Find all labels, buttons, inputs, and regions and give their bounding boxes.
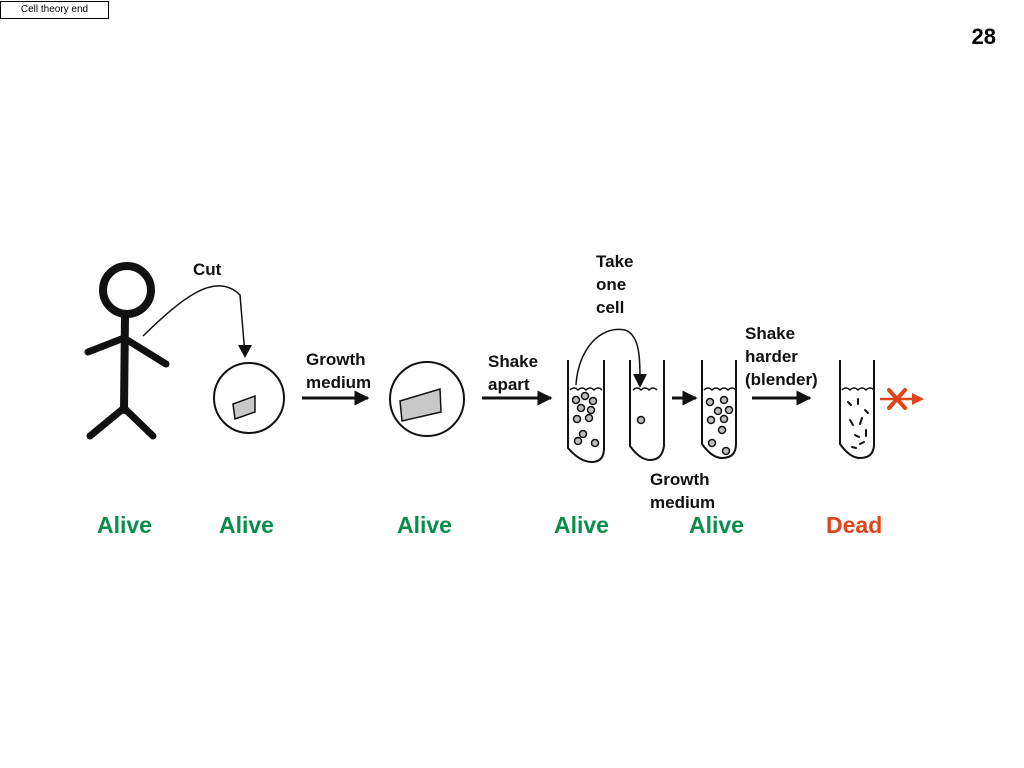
- test-tube-icon: [839, 360, 875, 460]
- dead-arrowhead: [912, 393, 924, 405]
- page-number: 28: [971, 24, 996, 49]
- petri-dish-icon: [213, 362, 285, 434]
- shake-harder-label: Shake harder (blender): [745, 324, 818, 389]
- cut-arrowhead: [238, 345, 252, 358]
- shake-apart-label: Shake apart: [488, 352, 539, 394]
- test-tube-icon: [701, 360, 737, 460]
- growth-medium-label-1: Growth medium: [306, 350, 372, 392]
- slide-tag: Cell theory end: [0, 1, 109, 19]
- take-one-cell-arrow: [575, 328, 641, 386]
- petri-dish-icon: [389, 361, 465, 437]
- cut-label: Cut: [193, 260, 222, 279]
- test-tube-icon: [629, 360, 665, 462]
- take-one-cell-arrowhead: [633, 374, 647, 388]
- cut-arrow: [142, 285, 246, 356]
- status-alive-1: Alive: [97, 512, 152, 538]
- status-dead: Dead: [826, 512, 883, 538]
- status-alive-4: Alive: [554, 512, 609, 538]
- status-alive-2: Alive: [219, 512, 274, 538]
- test-tube-icon: [567, 360, 605, 464]
- status-alive-3: Alive: [397, 512, 452, 538]
- status-alive-5: Alive: [689, 512, 744, 538]
- growth-medium-label-2: Growth medium: [650, 470, 716, 512]
- take-one-cell-label: Take one cell: [596, 252, 634, 317]
- stick-figure-icon: [84, 262, 170, 440]
